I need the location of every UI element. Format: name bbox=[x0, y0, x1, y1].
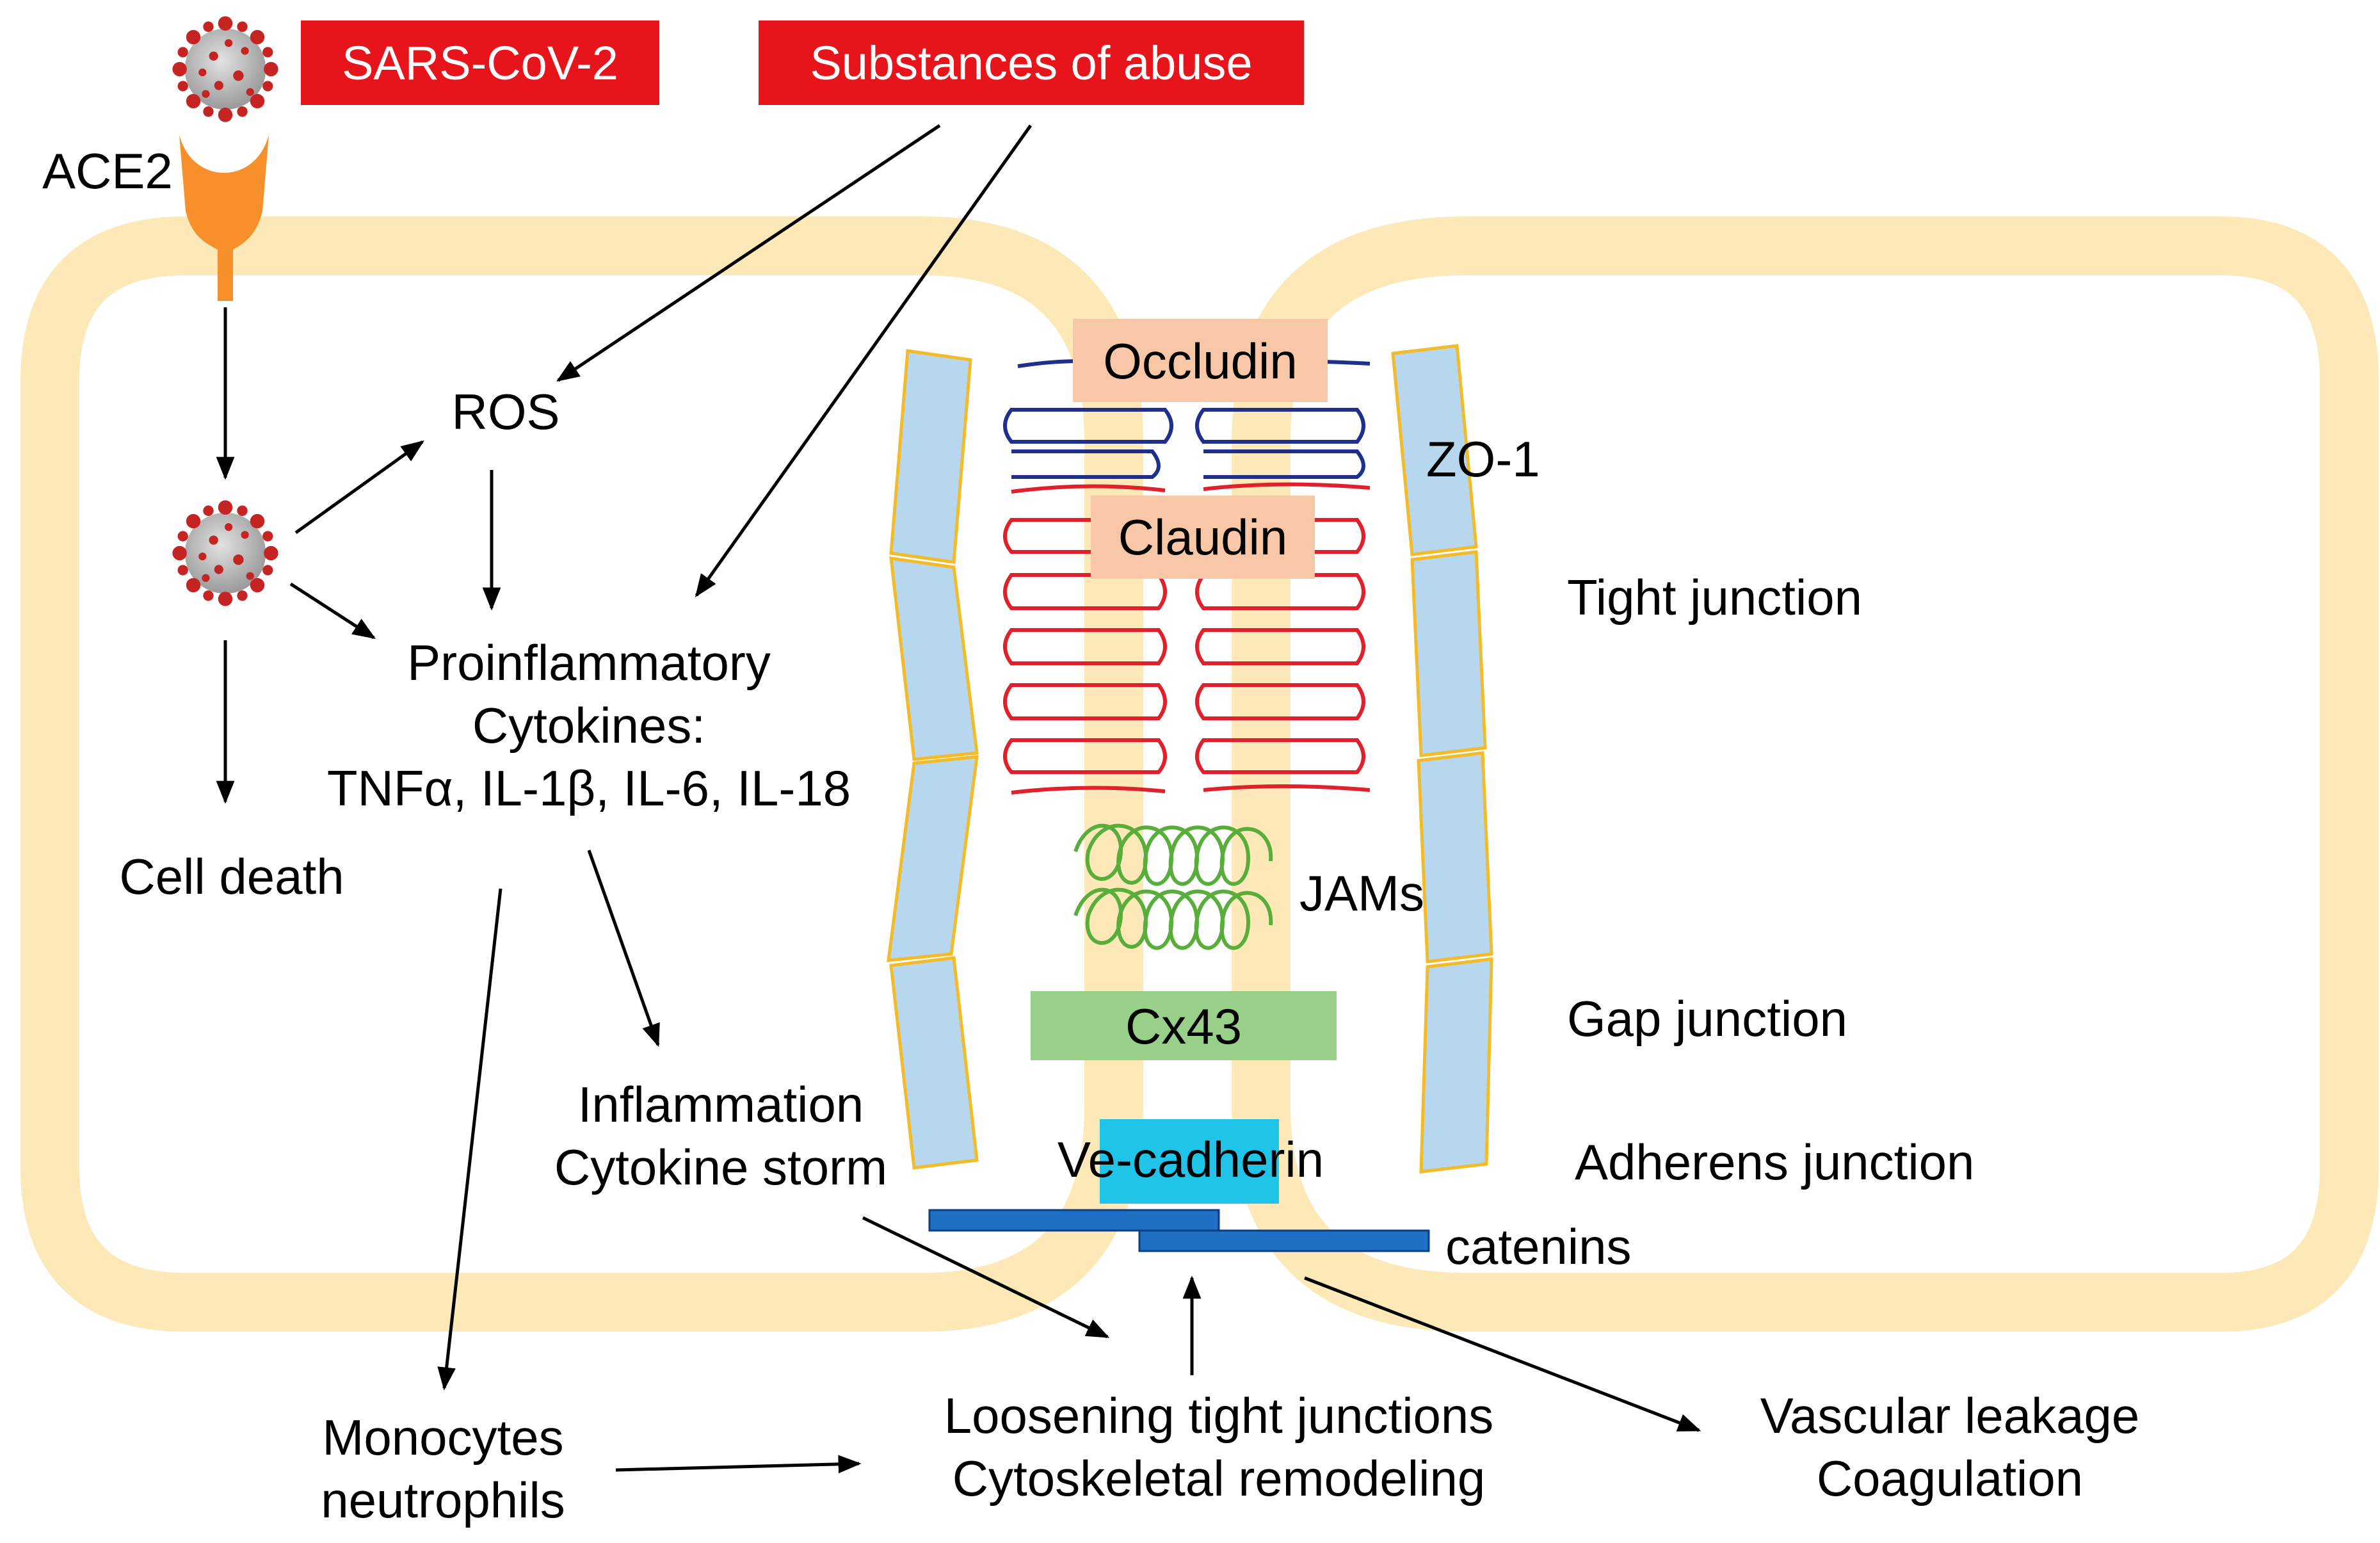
catenins-label: catenins bbox=[1445, 1218, 1632, 1275]
inflammation-label: Inflammation bbox=[578, 1076, 864, 1133]
monocytes-label: Monocytes bbox=[322, 1409, 563, 1466]
vecadherin-box: Ve-cadherin bbox=[1057, 1119, 1324, 1204]
vascular-leakage-label: Vascular leakage bbox=[1760, 1387, 2140, 1444]
zo1-right-column bbox=[1391, 344, 1493, 1174]
cytokine-storm-label: Cytokine storm bbox=[554, 1139, 887, 1195]
zo1-segment bbox=[889, 349, 972, 564]
cytoskeletal-label: Cytoskeletal remodeling bbox=[953, 1450, 1485, 1507]
gap-junction-label: Gap junction bbox=[1567, 990, 1847, 1047]
loosening-label: Loosening tight junctions bbox=[944, 1387, 1494, 1444]
arrow-to-vascular-leakage bbox=[1304, 1276, 1701, 1432]
cytokines-list: TNFα, IL-1β, IL-6, IL-18 bbox=[327, 760, 851, 816]
ace2-receptor-icon bbox=[179, 134, 269, 301]
tight-junction-label: Tight junction bbox=[1567, 569, 1862, 626]
jams-label: JAMs bbox=[1299, 865, 1424, 921]
sars-cov2-label: SARS-CoV-2 bbox=[342, 36, 618, 90]
zo1-segment bbox=[887, 755, 979, 962]
vecadherin-label: Ve-cadherin bbox=[1057, 1131, 1324, 1188]
zo1-segment bbox=[1391, 344, 1478, 556]
substances-box: Substances of abuse bbox=[759, 20, 1304, 105]
catenins-bars bbox=[928, 1209, 1430, 1252]
cell-death-label: Cell death bbox=[119, 848, 344, 905]
arrow-virus-to-ros bbox=[294, 440, 424, 535]
arrow-abuse-to-cytokines bbox=[695, 124, 1033, 597]
coronavirus-icon bbox=[172, 16, 278, 122]
claudin-box: Claudin bbox=[1091, 496, 1315, 579]
arrow-cytokines-to-monocytes bbox=[437, 888, 503, 1391]
coagulation-label: Coagulation bbox=[1817, 1450, 2083, 1507]
zo1-segment bbox=[1419, 957, 1493, 1174]
coronavirus-icon bbox=[172, 500, 278, 606]
arrow-abuse-to-ros bbox=[556, 124, 941, 382]
substances-label: Substances of abuse bbox=[810, 36, 1252, 90]
arrows bbox=[216, 124, 1701, 1474]
arrow-virus-to-cytokines bbox=[289, 582, 376, 640]
cx43-label: Cx43 bbox=[1125, 998, 1242, 1054]
jams-strands bbox=[1073, 823, 1273, 950]
cytokines-title-line1: Proinflammatory bbox=[407, 634, 771, 691]
arrow-monocytes-to-loosening bbox=[615, 1455, 862, 1474]
claudin-label: Claudin bbox=[1118, 509, 1288, 565]
zo1-segment bbox=[1417, 751, 1493, 964]
occludin-box: Occludin bbox=[1073, 319, 1328, 402]
ros-label: ROS bbox=[451, 384, 559, 440]
ace2-label: ACE2 bbox=[42, 143, 173, 199]
occludin-label: Occludin bbox=[1103, 333, 1297, 389]
zo1-segment bbox=[1410, 550, 1487, 757]
sars-cov2-box: SARS-CoV-2 bbox=[301, 20, 659, 105]
cx43-box: Cx43 bbox=[1031, 991, 1337, 1060]
arrow-cytokines-to-inflammation bbox=[587, 850, 660, 1047]
zo1-segment bbox=[889, 956, 979, 1170]
arrow-storm-to-loosening bbox=[862, 1216, 1110, 1339]
zo1-left-column bbox=[887, 349, 979, 1170]
adherens-junction-label: Adherens junction bbox=[1575, 1134, 1974, 1190]
zo1-segment bbox=[889, 556, 979, 761]
zo1-label: ZO-1 bbox=[1426, 431, 1540, 487]
claudin-strands bbox=[1003, 482, 1371, 795]
neutrophils-label: neutrophils bbox=[321, 1472, 565, 1528]
cytokines-title-line2: Cytokines: bbox=[472, 697, 705, 754]
